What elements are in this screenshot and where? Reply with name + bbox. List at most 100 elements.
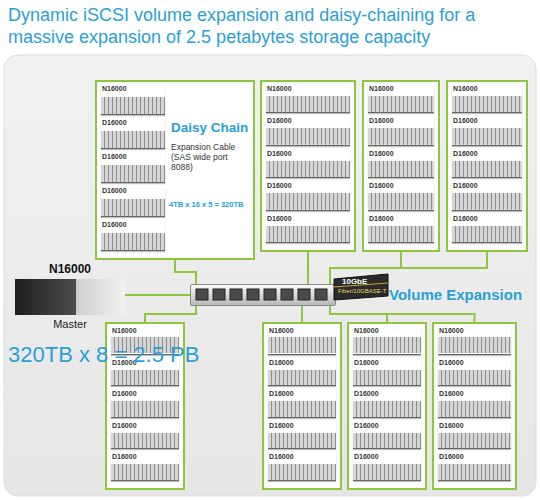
model-label: D16000: [102, 119, 127, 127]
model-label: N16000: [102, 85, 127, 93]
network-link: [125, 294, 190, 296]
model-label: D16000: [112, 422, 137, 430]
model-label: D16000: [102, 153, 127, 161]
storage-unit: N16000: [452, 85, 522, 113]
network-link: [307, 252, 309, 284]
model-label: D16000: [354, 390, 379, 398]
daisy-chain-group: N16000D16000D16000D16000D16000: [446, 80, 528, 252]
daisy-chain-group: N16000D16000D16000D16000D16000: [432, 322, 517, 490]
storage-unit: D16000: [266, 182, 350, 210]
model-label: N16000: [267, 85, 292, 93]
storage-unit: D16000: [101, 119, 165, 149]
storage-unit: D16000: [266, 215, 350, 243]
storage-unit: D16000: [438, 359, 511, 387]
storage-unit: D16000: [368, 182, 434, 210]
model-label: N16000: [439, 327, 464, 335]
storage-unit: D16000: [353, 422, 421, 450]
badge-media: Fiber/10GBASE-T: [338, 288, 386, 294]
storage-unit: D16000: [101, 221, 165, 251]
storage-unit: D16000: [438, 422, 511, 450]
network-link: [301, 306, 303, 322]
network-link: [330, 306, 475, 322]
storage-unit: D16000: [368, 215, 434, 243]
storage-unit: D16000: [438, 390, 511, 418]
model-label: D16000: [269, 422, 294, 430]
storage-unit: D16000: [111, 453, 179, 481]
network-link: [145, 306, 196, 322]
model-label: D16000: [453, 182, 478, 190]
badge-speed: 10GbE: [342, 277, 367, 286]
storage-unit: D16000: [268, 390, 336, 418]
cable-note: Expansion Cable (SAS wide port 8088): [171, 142, 249, 172]
model-name: N16000: [15, 262, 125, 276]
diagram-title: Dynamic iSCSI volume expansion and daisy…: [8, 4, 533, 48]
model-label: N16000: [354, 327, 379, 335]
storage-unit: D16000: [438, 453, 511, 481]
storage-unit: D16000: [266, 150, 350, 178]
model-label: D16000: [269, 359, 294, 367]
storage-unit: D16000: [111, 390, 179, 418]
storage-unit: D16000: [266, 117, 350, 145]
storage-unit: D16000: [101, 153, 165, 183]
model-label: D16000: [269, 390, 294, 398]
daisy-chain-group: N16000D16000D16000D16000D16000: [262, 322, 342, 490]
storage-unit: D16000: [353, 453, 421, 481]
model-label: N16000: [112, 327, 137, 335]
storage-unit: N16000: [438, 327, 511, 355]
storage-unit: D16000: [452, 150, 522, 178]
model-label: D16000: [439, 390, 464, 398]
network-switch: Volume Expansion: [190, 284, 336, 306]
model-label: D16000: [453, 215, 478, 223]
model-label: D16000: [369, 182, 394, 190]
storage-unit: D16000: [268, 359, 336, 387]
network-link: [175, 260, 196, 284]
model-label: D16000: [267, 182, 292, 190]
storage-unit: N16000: [353, 327, 421, 355]
model-label: D16000: [269, 453, 294, 461]
model-label: D16000: [369, 117, 394, 125]
model-label: N16000: [453, 85, 478, 93]
daisy-chain-group: N16000D16000D16000D16000D16000: [347, 322, 427, 490]
group-heading: Daisy Chain: [171, 120, 248, 135]
model-label: D16000: [354, 422, 379, 430]
switch-label: Volume Expansion: [389, 286, 522, 303]
model-label: D16000: [354, 453, 379, 461]
model-label: D16000: [369, 150, 394, 158]
model-label: D16000: [354, 359, 379, 367]
storage-unit: D16000: [268, 422, 336, 450]
model-label: D16000: [439, 422, 464, 430]
model-label: D16000: [112, 390, 137, 398]
model-label: D16000: [102, 187, 127, 195]
model-label: D16000: [267, 150, 292, 158]
model-label: D16000: [112, 453, 137, 461]
storage-unit: N16000: [368, 85, 434, 113]
storage-unit: N16000: [266, 85, 350, 113]
model-label: N16000: [269, 327, 294, 335]
speed-badge: [334, 274, 388, 300]
daisy-chain-group: Daisy ChainExpansion Cable (SAS wide por…: [95, 80, 255, 260]
storage-unit: D16000: [452, 215, 522, 243]
model-label: D16000: [439, 453, 464, 461]
total-capacity: 320TB x 8 = 2.5 PB: [8, 342, 199, 368]
model-label: D16000: [102, 221, 127, 229]
daisy-chain-group: N16000D16000D16000D16000D16000: [362, 80, 440, 252]
model-label: D16000: [453, 150, 478, 158]
storage-unit: N16000: [101, 85, 165, 115]
network-link: [330, 306, 387, 322]
storage-unit: D16000: [368, 150, 434, 178]
daisy-chain-group: N16000D16000D16000D16000D16000: [260, 80, 356, 252]
model-label: N16000: [369, 85, 394, 93]
storage-unit: D16000: [452, 182, 522, 210]
model-label: D16000: [267, 215, 292, 223]
storage-unit: D16000: [368, 117, 434, 145]
storage-unit: D16000: [268, 453, 336, 481]
model-label: D16000: [267, 117, 292, 125]
model-label: D16000: [439, 359, 464, 367]
storage-unit: N16000: [268, 327, 336, 355]
capacity-formula: 4TB x 16 x 5 = 320TB: [169, 200, 243, 209]
storage-unit: D16000: [452, 117, 522, 145]
